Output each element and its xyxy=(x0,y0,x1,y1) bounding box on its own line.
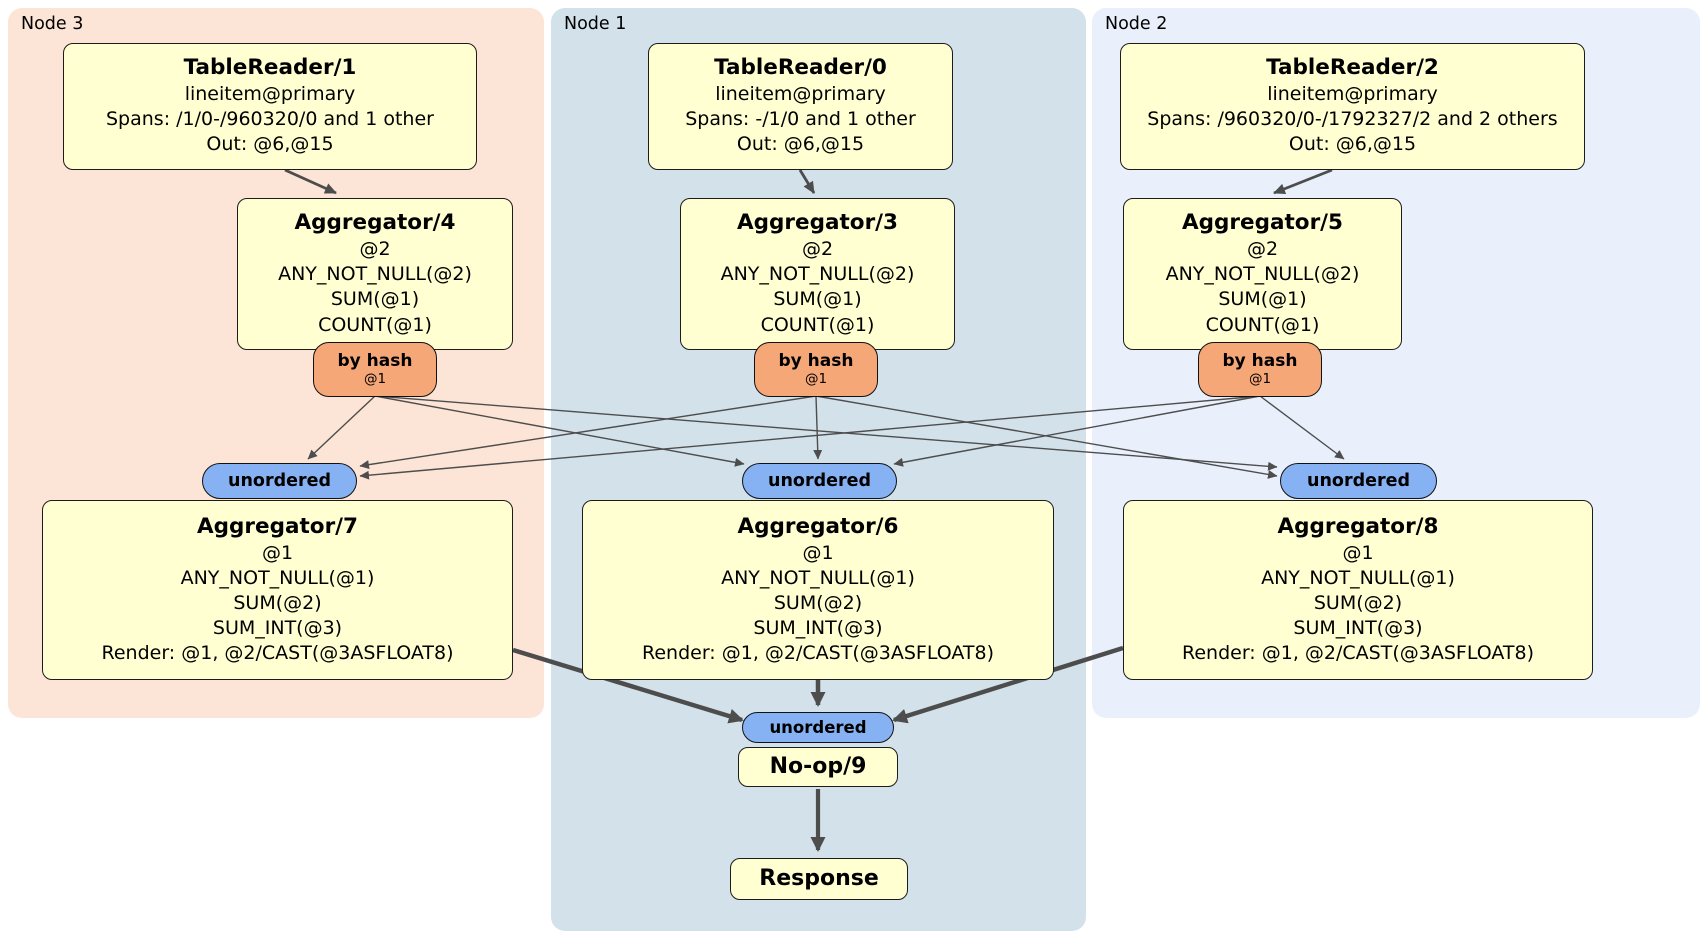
processor-detail: ANY_NOT_NULL(@2) xyxy=(1165,263,1360,286)
processor-title: Response xyxy=(759,866,879,892)
router-label: by hash xyxy=(778,351,854,372)
processor-aggregator-3: Aggregator/3 @2 ANY_NOT_NULL(@2) SUM(@1)… xyxy=(680,198,955,350)
processor-detail: SUM_INT(@3) xyxy=(753,616,883,639)
processor-detail: @1 xyxy=(261,541,294,564)
processor-title: TableReader/2 xyxy=(1266,55,1439,81)
processor-detail: SUM(@2) xyxy=(773,591,863,614)
processor-detail: Spans: /1/0-/960320/0 and 1 other xyxy=(106,108,434,131)
processor-detail: SUM_INT(@3) xyxy=(212,616,343,639)
processor-detail: ANY_NOT_NULL(@1) xyxy=(721,566,915,589)
processor-detail: Out: @6,@15 xyxy=(736,133,865,156)
sync-unordered-node1: unordered xyxy=(742,463,897,499)
processor-title: TableReader/0 xyxy=(714,55,887,81)
processor-detail: Out: @6,@15 xyxy=(206,133,334,156)
processor-detail: Render: @1, @2/CAST(@3ASFLOAT8) xyxy=(101,642,454,665)
panel-node1-label: Node 1 xyxy=(564,14,627,34)
router-label: by hash xyxy=(1222,351,1298,372)
processor-detail: SUM(@1) xyxy=(330,288,420,311)
processor-detail: COUNT(@1) xyxy=(760,313,875,336)
processor-tablereader-0: TableReader/0 lineitem@primary Spans: -/… xyxy=(648,43,953,170)
processor-detail: @2 xyxy=(359,238,391,261)
processor-detail: Render: @1, @2/CAST(@3ASFLOAT8) xyxy=(642,642,994,665)
processor-title: Aggregator/7 xyxy=(197,513,358,539)
processor-detail: ANY_NOT_NULL(@1) xyxy=(180,566,375,589)
processor-noop-9: No-op/9 xyxy=(738,747,898,787)
processor-aggregator-5: Aggregator/5 @2 ANY_NOT_NULL(@2) SUM(@1)… xyxy=(1123,198,1402,350)
processor-tablereader-1: TableReader/1 lineitem@primary Spans: /1… xyxy=(63,43,477,170)
processor-detail: lineitem@primary xyxy=(715,83,886,106)
panel-node3-label: Node 3 xyxy=(21,14,84,34)
router-by-hash-node3: by hash @1 xyxy=(313,342,437,397)
processor-title: Aggregator/4 xyxy=(294,210,456,236)
processor-detail: SUM(@2) xyxy=(233,591,322,614)
sync-label: unordered xyxy=(1307,471,1410,491)
processor-detail: @2 xyxy=(801,238,834,261)
processor-aggregator-8: Aggregator/8 @1 ANY_NOT_NULL(@1) SUM(@2)… xyxy=(1123,500,1593,680)
sync-unordered-node3: unordered xyxy=(202,463,357,499)
processor-detail: Render: @1, @2/CAST(@3ASFLOAT8) xyxy=(1182,642,1534,665)
processor-detail: SUM(@2) xyxy=(1313,591,1403,614)
router-by-hash-node1: by hash @1 xyxy=(754,342,878,397)
processor-detail: lineitem@primary xyxy=(184,83,356,106)
processor-title: Aggregator/8 xyxy=(1277,513,1439,539)
processor-title: TableReader/1 xyxy=(183,55,357,81)
router-detail: @1 xyxy=(1248,370,1272,387)
panel-node2-label: Node 2 xyxy=(1105,14,1168,34)
sync-unordered-node2: unordered xyxy=(1280,463,1437,499)
processor-title: No-op/9 xyxy=(769,754,867,780)
processor-detail: lineitem@primary xyxy=(1267,83,1438,106)
router-detail: @1 xyxy=(804,370,828,387)
processor-detail: Spans: /960320/0-/1792327/2 and 2 others xyxy=(1147,108,1558,131)
sync-unordered-final: unordered xyxy=(742,712,894,743)
processor-response: Response xyxy=(730,858,908,900)
sync-label: unordered xyxy=(769,718,867,737)
processor-detail: @1 xyxy=(1342,541,1374,564)
processor-detail: SUM(@1) xyxy=(773,288,862,311)
processor-detail: COUNT(@1) xyxy=(318,313,432,336)
sync-label: unordered xyxy=(228,471,331,491)
processor-aggregator-7: Aggregator/7 @1 ANY_NOT_NULL(@1) SUM(@2)… xyxy=(42,500,513,680)
processor-detail: COUNT(@1) xyxy=(1205,313,1320,336)
processor-title: Aggregator/3 xyxy=(737,210,898,236)
processor-tablereader-2: TableReader/2 lineitem@primary Spans: /9… xyxy=(1120,43,1585,170)
processor-detail: ANY_NOT_NULL(@2) xyxy=(720,263,915,286)
processor-aggregator-4: Aggregator/4 @2 ANY_NOT_NULL(@2) SUM(@1)… xyxy=(237,198,513,350)
processor-detail: ANY_NOT_NULL(@2) xyxy=(278,263,472,286)
processor-detail: SUM_INT(@3) xyxy=(1293,616,1423,639)
router-by-hash-node2: by hash @1 xyxy=(1198,342,1322,397)
processor-title: Aggregator/6 xyxy=(737,513,899,539)
processor-detail: @1 xyxy=(802,541,834,564)
router-label: by hash xyxy=(337,351,413,372)
processor-detail: SUM(@1) xyxy=(1218,288,1307,311)
processor-detail: @2 xyxy=(1246,238,1279,261)
router-detail: @1 xyxy=(363,370,387,387)
processor-detail: ANY_NOT_NULL(@1) xyxy=(1261,566,1455,589)
processor-title: Aggregator/5 xyxy=(1182,210,1343,236)
processor-detail: Spans: -/1/0 and 1 other xyxy=(685,108,916,131)
sync-label: unordered xyxy=(768,471,871,491)
processor-aggregator-6: Aggregator/6 @1 ANY_NOT_NULL(@1) SUM(@2)… xyxy=(582,500,1054,680)
processor-detail: Out: @6,@15 xyxy=(1288,133,1417,156)
